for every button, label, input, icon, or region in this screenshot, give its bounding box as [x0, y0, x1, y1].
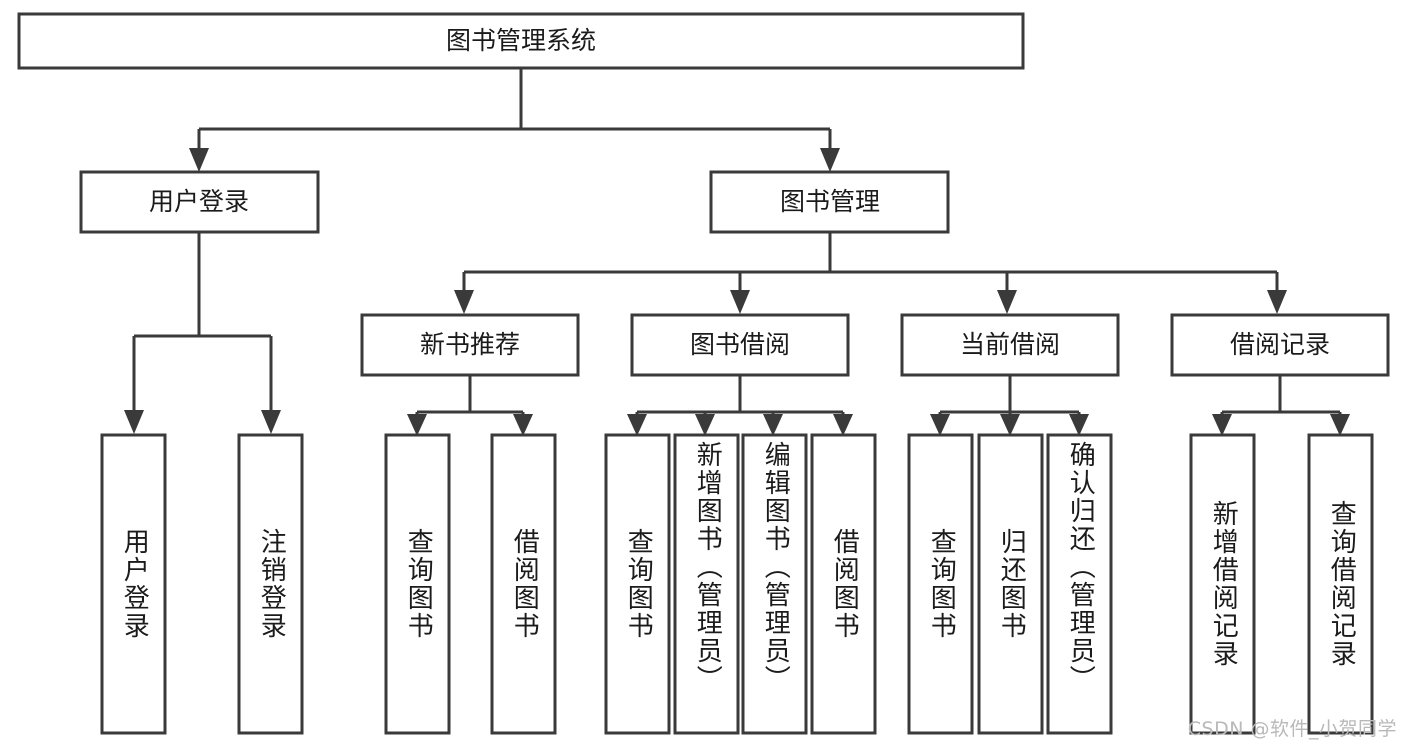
leaf-box-borrow-book-1[interactable]: [490, 433, 557, 735]
arrow-down-icon: [124, 410, 144, 434]
arrow-down-icon: [695, 414, 715, 436]
leaf-box-confirm-return-admin[interactable]: [1046, 433, 1113, 735]
connector-user-login-to-leaves: [124, 232, 281, 434]
arrow-down-icon: [820, 148, 840, 172]
node-book-borrow[interactable]: 图书借阅: [630, 313, 850, 377]
node-current-borrow-box[interactable]: [900, 313, 1120, 377]
arrow-down-icon: [407, 414, 427, 436]
leaf-box-query-book-3[interactable]: [907, 433, 974, 735]
arrow-down-icon: [730, 290, 750, 314]
leaf-box-query-borrow-record[interactable]: [1307, 433, 1374, 735]
connector-borrow-record-to-leaves: [1212, 375, 1350, 436]
leaf-box-borrow-book-2[interactable]: [810, 433, 877, 735]
node-user-login[interactable]: 用户登录: [79, 170, 320, 234]
leaf-box-add-borrow-record[interactable]: [1189, 433, 1256, 735]
arrow-down-icon: [833, 414, 853, 436]
node-current-borrow[interactable]: 当前借阅: [900, 313, 1120, 377]
arrow-down-icon: [763, 414, 783, 436]
node-book-borrow-label: 图书借阅: [690, 330, 790, 359]
arrow-down-icon: [1267, 290, 1287, 314]
node-book-management[interactable]: 图书管理: [709, 170, 950, 234]
node-new-book-recommend[interactable]: 新书推荐: [360, 313, 580, 377]
arrow-down-icon: [1330, 414, 1350, 436]
node-book-management-label: 图书管理: [780, 187, 880, 216]
arrow-down-icon: [930, 414, 950, 436]
leaf-box-return-book[interactable]: [977, 433, 1044, 735]
arrow-down-icon: [189, 148, 209, 172]
leaf-box-query-book-2[interactable]: [604, 433, 671, 735]
leaf-box-logout[interactable]: [237, 433, 304, 735]
node-root[interactable]: 图书管理系统: [17, 12, 1025, 70]
node-current-borrow-label: 当前借阅: [960, 330, 1060, 359]
leaf-box-add-book-admin[interactable]: [673, 433, 740, 735]
arrow-down-icon: [454, 290, 474, 314]
connector-new-book-recommend-to-leaves: [407, 375, 533, 436]
node-new-book-recommend-box[interactable]: [360, 313, 580, 377]
connector-book-management-to-level3: [454, 232, 1287, 314]
node-root-label: 图书管理系统: [446, 26, 596, 55]
arrow-down-icon: [1069, 414, 1089, 436]
connector-current-borrow-to-leaves: [930, 375, 1089, 436]
arrow-down-icon: [1000, 414, 1020, 436]
arrow-down-icon: [1212, 414, 1232, 436]
arrow-down-icon: [261, 410, 281, 434]
leaf-box-user-login[interactable]: [100, 433, 167, 735]
node-new-book-recommend-label: 新书推荐: [420, 330, 520, 359]
node-borrow-record[interactable]: 借阅记录: [1170, 313, 1390, 377]
node-user-login-box[interactable]: [79, 170, 320, 234]
connector-book-borrow-to-leaves: [627, 375, 853, 436]
node-root-box[interactable]: [17, 12, 1025, 70]
watermark-text: CSDN @软件_小贺同学: [1187, 718, 1397, 740]
leaf-box-edit-book-admin[interactable]: [741, 433, 808, 735]
connector-root-to-level2: [189, 68, 840, 172]
node-borrow-record-label: 借阅记录: [1230, 330, 1330, 359]
arrow-down-icon: [997, 290, 1017, 314]
leaf-box-query-book-1[interactable]: [384, 433, 451, 735]
arrow-down-icon: [513, 414, 533, 436]
node-user-login-label: 用户登录: [149, 187, 249, 216]
arrow-down-icon: [627, 414, 647, 436]
